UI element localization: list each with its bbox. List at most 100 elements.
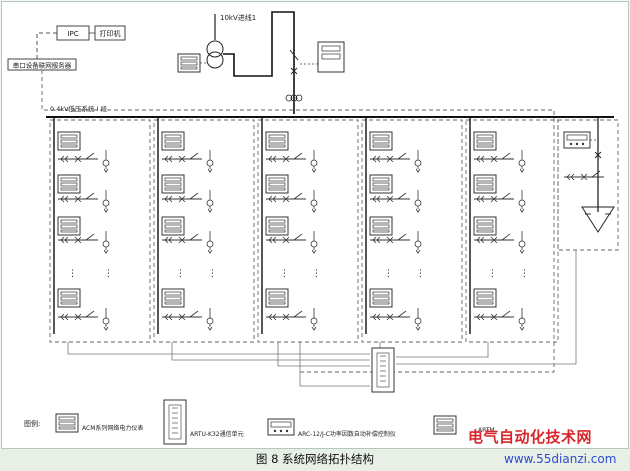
ct-c2-r1 xyxy=(206,149,214,173)
comm-wiring-6 xyxy=(396,250,577,365)
ct-c4-r2 xyxy=(414,189,422,213)
transformer-feeder xyxy=(223,11,295,114)
legend-comm-label: ARTU-K32通信单元 xyxy=(190,430,244,438)
meter-c3-r2 xyxy=(265,174,289,194)
breaker-c4-r4 xyxy=(369,310,411,321)
ct-c4-r3 xyxy=(414,230,422,254)
watermark-text: 电气自动化技术网 xyxy=(468,428,593,446)
transformer-winding-1 xyxy=(206,40,224,58)
legend-meter-label: ACM系列网络电力仪表 xyxy=(82,424,143,432)
comm-wiring-3 xyxy=(277,342,370,367)
server-network xyxy=(41,70,555,373)
ct-c4-r1 xyxy=(414,149,422,173)
breaker-c4-r2 xyxy=(369,192,411,203)
main-breaker-blade xyxy=(289,49,299,61)
ellipsis-c4: ⋮ xyxy=(384,269,393,279)
ct-c1-r1 xyxy=(102,149,110,173)
breaker-c1-r1 xyxy=(57,152,99,163)
meter-c4-r3 xyxy=(369,216,393,236)
legend-title: 图例: xyxy=(24,419,40,428)
capacitor-bank xyxy=(581,206,615,233)
breaker-c4-r1 xyxy=(369,152,411,163)
cabinet-4 xyxy=(361,119,463,343)
compensation-breaker-x2 xyxy=(594,151,602,159)
server-label: 串口设备联网服务器 xyxy=(13,61,72,70)
ct-c1-r2 xyxy=(102,189,110,213)
meter-c5-r1 xyxy=(473,131,497,151)
legend-arc-label: ARC-12/J-C功率因数自动补偿控制仪 xyxy=(298,430,396,438)
meter-c5-r4 xyxy=(473,288,497,308)
meter-c3-r4 xyxy=(265,288,289,308)
ct-c1-r4 xyxy=(102,307,110,331)
printer-label: 打印机 xyxy=(100,29,121,38)
ct-c5-r3 xyxy=(518,230,526,254)
breaker-c1-r4 xyxy=(57,310,99,321)
incoming-line-label: 10kV进线1 xyxy=(220,13,256,22)
meter-c2-r2 xyxy=(161,174,185,194)
meter-c5-r2 xyxy=(473,174,497,194)
meter-c4-r1 xyxy=(369,131,393,151)
incoming-meter xyxy=(177,53,201,73)
meter-c1-r4 xyxy=(57,288,81,308)
legend-artm-label: ARTM xyxy=(478,427,495,434)
legend-comm-icon xyxy=(163,399,187,445)
breaker-c3-r4 xyxy=(265,310,307,321)
ct-c5-r4 xyxy=(518,307,526,331)
main-ct-center xyxy=(290,94,298,102)
comm-wiring-1 xyxy=(67,342,370,355)
legend-artm-icon xyxy=(433,415,457,435)
breaker-c3-r1 xyxy=(265,152,307,163)
ct-c2-r3 xyxy=(206,230,214,254)
ct-c3-r1 xyxy=(310,149,318,173)
breaker-c5-r1 xyxy=(473,152,515,163)
cabinet-3 xyxy=(257,119,359,343)
breaker-c2-r2 xyxy=(161,192,203,203)
main-ct-right xyxy=(295,94,303,102)
relay-panel xyxy=(321,53,341,60)
main-breaker-x2 xyxy=(290,67,298,75)
ct-c2-r2 xyxy=(206,189,214,213)
topology-diagram: IPC 打印机 串口设备联网服务器 10kV进线1 xyxy=(7,11,619,445)
ct-c5-r1 xyxy=(518,149,526,173)
diagram-frame: IPC 打印机 串口设备联网服务器 10kV进线1 xyxy=(1,1,629,449)
ellipsis-c3-ct: ⋮ xyxy=(312,269,321,279)
meter-c2-r4 xyxy=(161,288,185,308)
bus-label: 0.4kV低压系统 I 段 xyxy=(50,104,108,113)
watermark-url: www.55dianzi.com xyxy=(504,452,617,466)
ellipsis-c2-ct: ⋮ xyxy=(208,269,217,279)
relay-display xyxy=(321,45,341,52)
ellipsis-c4-ct: ⋮ xyxy=(416,269,425,279)
ct-c1-r3 xyxy=(102,230,110,254)
ct-c3-r2 xyxy=(310,189,318,213)
ellipsis-c5: ⋮ xyxy=(488,269,497,279)
ellipsis-c1-ct: ⋮ xyxy=(104,269,113,279)
compensation-cabinet xyxy=(557,119,619,251)
breaker-c2-r4 xyxy=(161,310,203,321)
breaker-c5-r2 xyxy=(473,192,515,203)
breaker-c2-r1 xyxy=(161,152,203,163)
ellipsis-c5-ct: ⋮ xyxy=(520,269,529,279)
ipc-server-link xyxy=(36,32,57,59)
meter-c2-r1 xyxy=(161,131,185,151)
meter-c4-r4 xyxy=(369,288,393,308)
ellipsis-c2: ⋮ xyxy=(176,269,185,279)
comm-wiring-5 xyxy=(396,342,489,358)
cabinet-2 xyxy=(153,119,255,343)
ct-c3-r3 xyxy=(310,230,318,254)
meter-c3-r1 xyxy=(265,131,289,151)
cabinet-1 xyxy=(49,119,151,343)
compensation-controller xyxy=(563,131,591,149)
breaker-c3-r2 xyxy=(265,192,307,203)
meter-c2-r3 xyxy=(161,216,185,236)
ct-c5-r2 xyxy=(518,189,526,213)
ipc-label: IPC xyxy=(67,30,78,38)
meter-c1-r3 xyxy=(57,216,81,236)
comm-wiring-2 xyxy=(171,342,370,361)
ct-c3-r4 xyxy=(310,307,318,331)
meter-c4-r2 xyxy=(369,174,393,194)
ellipsis-c3: ⋮ xyxy=(280,269,289,279)
meter-c1-r2 xyxy=(57,174,81,194)
caption-bar xyxy=(0,449,630,471)
breaker-c5-r4 xyxy=(473,310,515,321)
